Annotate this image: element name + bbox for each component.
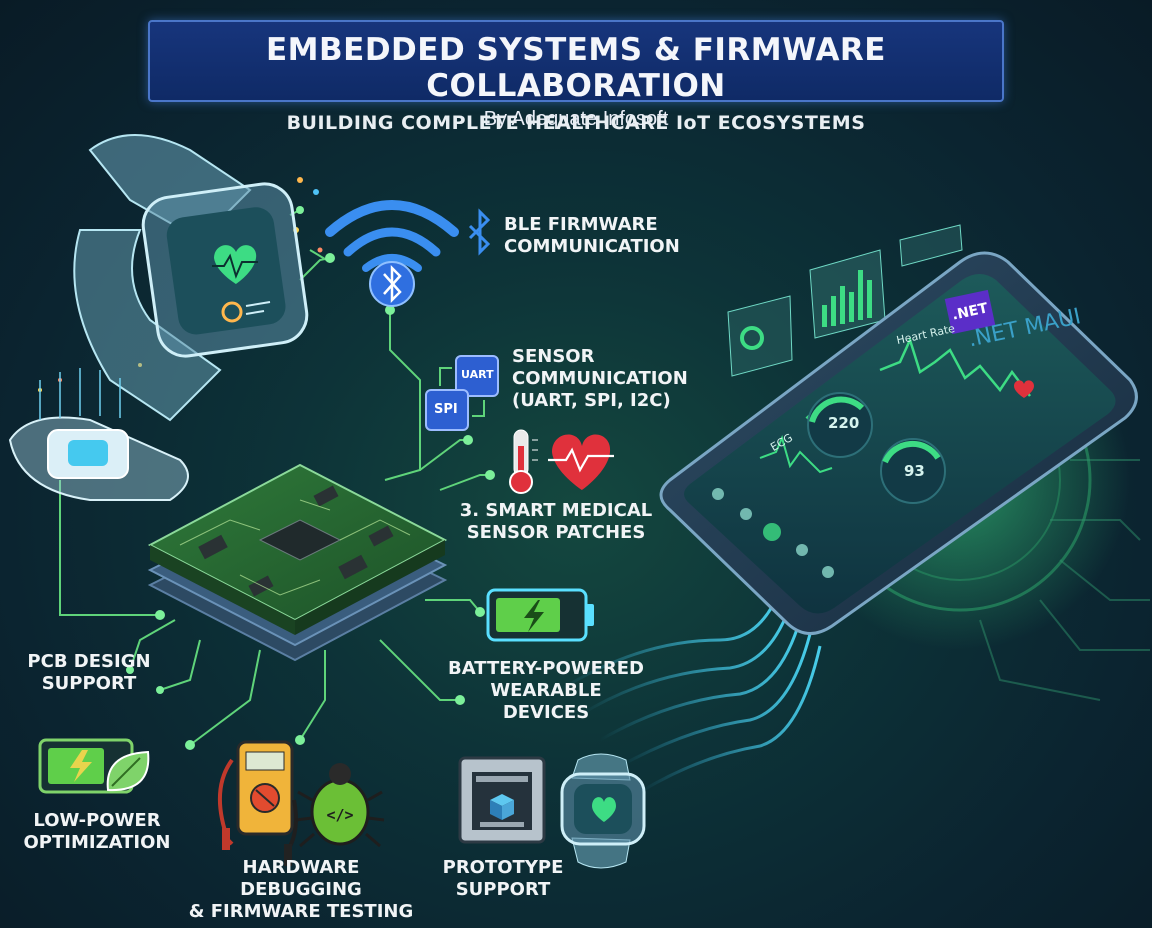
prototype-support-label: PROTOTYPE SUPPORT: [442, 857, 564, 900]
spi-chip-icon: [425, 389, 469, 431]
leaf-battery-icon: [38, 738, 150, 794]
heart-pulse-icon: [548, 434, 614, 490]
uart-chip-icon: [455, 355, 499, 397]
main-title: EMBEDDED SYSTEMS & FIRMWARE COLLABORATIO…: [266, 32, 886, 104]
sensor-patch-icon: [8, 368, 189, 501]
spi-chip-label: SPI: [434, 402, 458, 417]
multimeter-icon: [218, 740, 298, 866]
bluetooth-label-icon: [468, 208, 491, 256]
small-watch-icon: [560, 753, 646, 869]
3d-printer-icon: [458, 756, 546, 844]
battery-charging-icon: [486, 588, 594, 642]
phone-gauge-2-value: 93: [904, 462, 925, 480]
svg-text:</>: </>: [326, 806, 353, 824]
byline: By Adequate Infosoft: [483, 108, 669, 130]
title-banner: EMBEDDED SYSTEMS & FIRMWARE COLLABORATIO…: [148, 20, 1004, 130]
background-circuit-traces: [979, 459, 1150, 701]
battery-devices-label: BATTERY-POWERED WEARABLE DEVICES: [448, 658, 644, 723]
ble-label: BLE FIRMWARE COMMUNICATION: [504, 214, 680, 257]
trace-nodes: [126, 206, 495, 750]
pcb-design-label: PCB DESIGN SUPPORT: [27, 651, 151, 694]
sensor-communication-label: SENSOR COMMUNICATION (UART, SPI, I2C): [512, 346, 688, 411]
smartwatch-icon: [73, 134, 309, 422]
smart-patches-label: 3. SMART MEDICAL SENSOR PATCHES: [459, 500, 653, 543]
uart-chip-label: UART: [461, 368, 494, 381]
bug-code-icon: </>: [295, 763, 385, 848]
low-power-label: LOW-POWER OPTIMIZATION: [23, 810, 171, 853]
wifi-signal-icon: [325, 200, 459, 272]
phone-gauge-1-value: 220: [828, 414, 860, 432]
smartphone-icon: [659, 251, 1138, 635]
hardware-debugging-label: HARDWARE DEBUGGING & FIRMWARE TESTING: [188, 857, 414, 922]
thermometer-icon: [509, 429, 538, 494]
pcb-board-icon: [147, 463, 448, 662]
uart-spi-arrows: [439, 367, 485, 417]
tagline: BUILDING COMPLETE HEALTHCARE IoT ECOSYST…: [286, 112, 866, 134]
floating-chart-panels: [727, 224, 963, 377]
bluetooth-icon: [369, 261, 415, 307]
data-stream: [559, 589, 822, 794]
